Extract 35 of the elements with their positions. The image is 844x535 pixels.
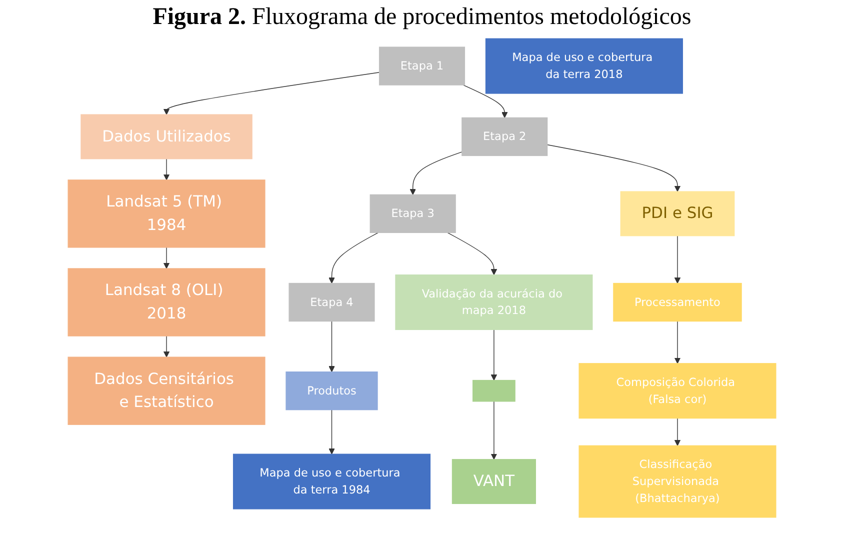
node-box: Etapa 3 xyxy=(370,194,456,233)
node-box: Processamento xyxy=(613,282,742,322)
arrow xyxy=(163,72,380,115)
node-box: Etapa 4 xyxy=(288,282,375,322)
node-box: Landsat 5 (TM) 1984 xyxy=(68,180,266,248)
node-box: Validação da acurácia do mapa 2018 xyxy=(395,274,593,330)
node-box: Dados Censitários e Estatístico xyxy=(68,356,266,425)
node-box: Etapa 1 xyxy=(378,46,466,86)
node-box: Dados Utilizados xyxy=(80,114,252,160)
arrow xyxy=(163,247,170,269)
node-box: VANT xyxy=(452,459,536,504)
arrow xyxy=(447,232,498,276)
arrow xyxy=(490,329,498,381)
node-box: Mapa de uso e cobertura da terra 2018 xyxy=(485,38,683,94)
figure-title: Figura 2. Fluxograma de procedimentos metodológicos xyxy=(152,4,692,31)
arrow xyxy=(546,144,681,192)
arrow xyxy=(328,409,335,454)
node-box: Etapa 2 xyxy=(462,117,548,156)
arrow xyxy=(410,152,462,195)
node-box: Produtos xyxy=(286,372,378,410)
node-box xyxy=(472,380,516,402)
arrow xyxy=(328,320,335,372)
arrow xyxy=(674,418,681,446)
arrow xyxy=(674,320,681,364)
node-box: Composição Colorida (Falsa cor) xyxy=(578,363,776,419)
arrow xyxy=(490,401,498,460)
node-box: Landsat 8 (OLI) 2018 xyxy=(68,268,266,336)
arrow xyxy=(163,336,170,358)
node-box: Mapa de uso e cobertura da terra 1984 xyxy=(232,454,431,510)
arrow xyxy=(462,84,508,118)
node-box: PDI e SIG xyxy=(620,191,735,236)
node-box: Classificação Supervisionada (Bhattacharya) xyxy=(578,445,776,518)
arrow xyxy=(674,235,681,284)
arrow xyxy=(163,158,170,180)
arrow xyxy=(328,232,378,284)
